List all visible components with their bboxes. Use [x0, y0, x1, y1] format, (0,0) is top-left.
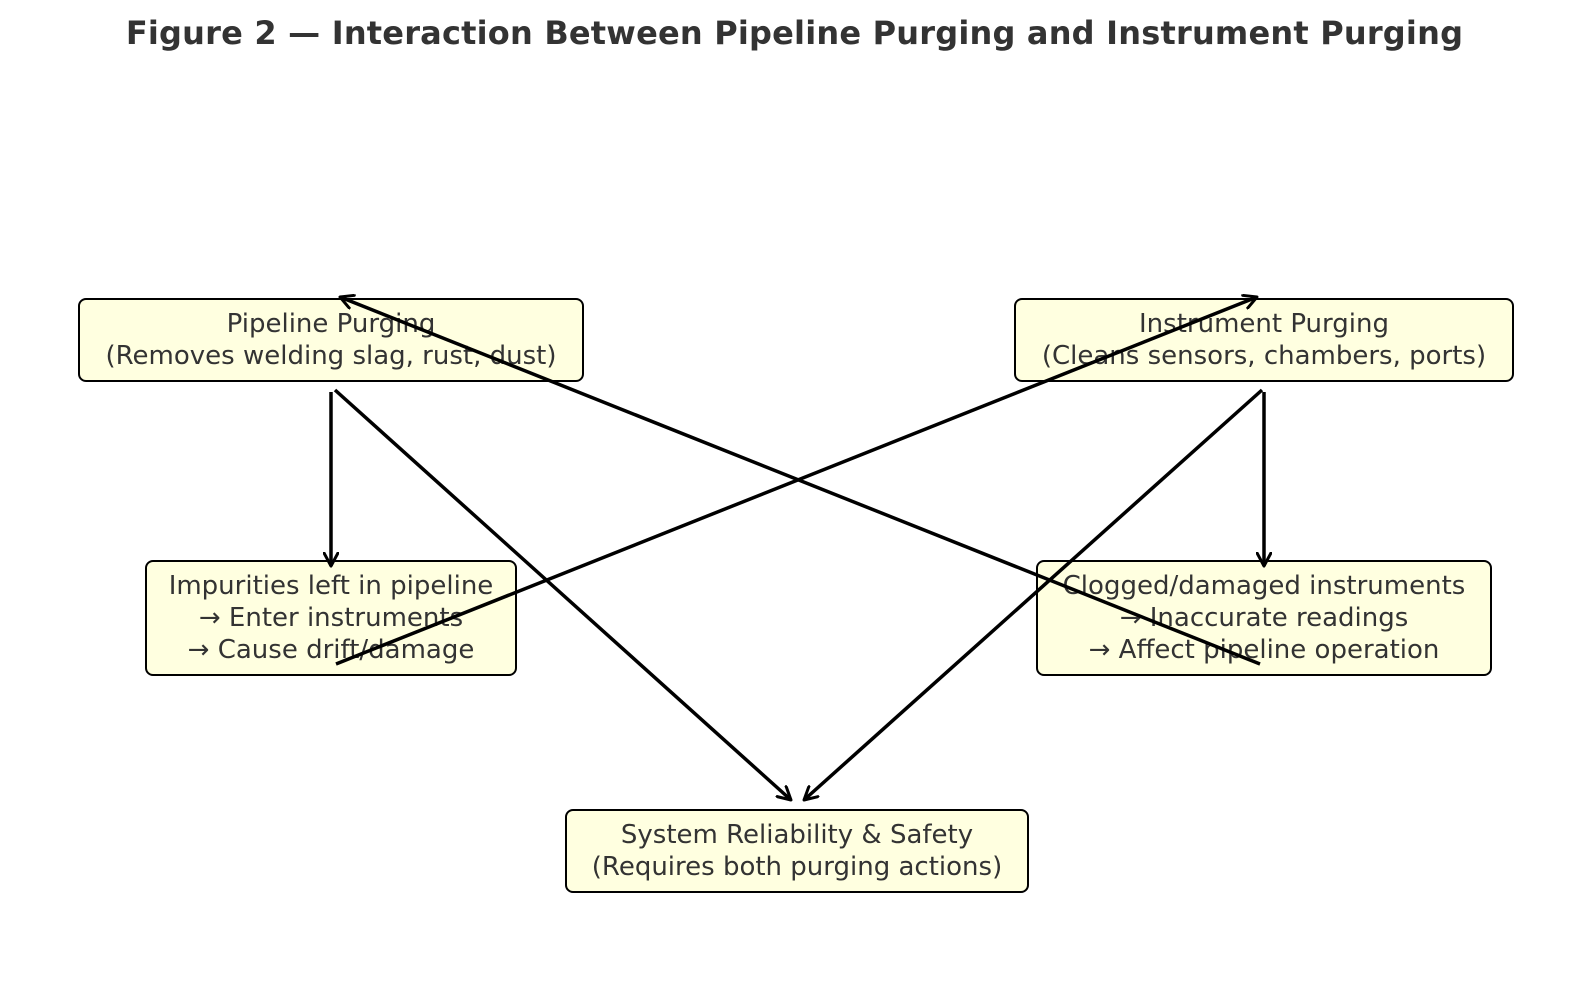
node-sublabel: (Requires both purging actions): [591, 852, 1003, 882]
node-label: Instrument Purging: [1139, 309, 1389, 339]
node-system-reliability: System Reliability & Safety (Requires bo…: [565, 809, 1029, 893]
node-sublabel: (Removes welding slag, rust, dust): [105, 341, 557, 371]
node-sublabel: → Inaccurate readings: [1119, 603, 1409, 633]
node-label: Pipeline Purging: [226, 309, 436, 339]
node-clogged-instruments: Clogged/damaged instruments → Inaccurate…: [1036, 560, 1492, 676]
node-sublabel: → Cause drift/damage: [187, 635, 475, 665]
node-instrument-purging: Instrument Purging (Cleans sensors, cham…: [1014, 298, 1514, 382]
node-impurities: Impurities left in pipeline → Enter inst…: [145, 560, 517, 676]
node-sublabel: → Enter instruments: [198, 603, 464, 633]
node-sublabel: → Affect pipeline operation: [1088, 635, 1440, 665]
node-pipeline-purging: Pipeline Purging (Removes welding slag, …: [78, 298, 584, 382]
node-sublabel: (Cleans sensors, chambers, ports): [1041, 341, 1487, 371]
node-label: Impurities left in pipeline: [168, 571, 494, 601]
node-label: System Reliability & Safety: [620, 820, 974, 850]
node-label: Clogged/damaged instruments: [1062, 571, 1466, 601]
diagram-title: Figure 2 — Interaction Between Pipeline …: [125, 14, 1464, 52]
